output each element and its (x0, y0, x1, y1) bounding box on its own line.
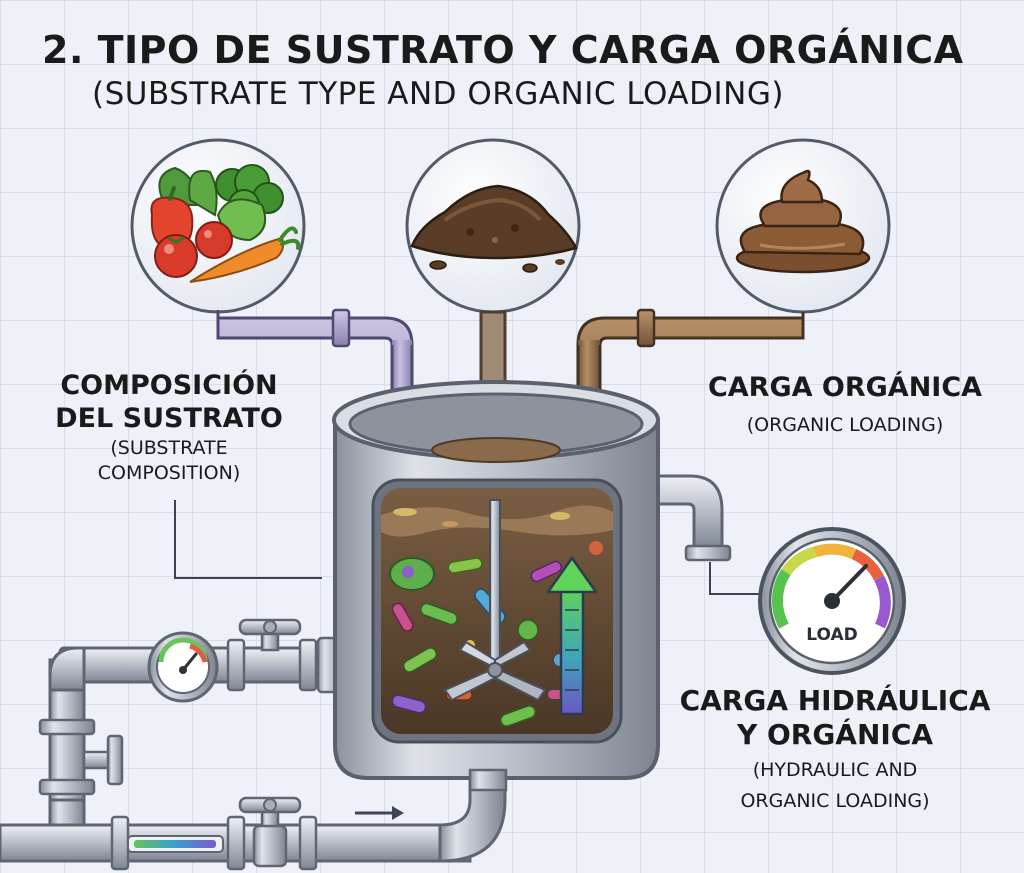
load-gauge-icon: LOAD (758, 527, 906, 675)
label-line: COMPOSICIÓN (60, 370, 278, 401)
manure-icon (715, 138, 891, 314)
label-line: CARGA HIDRÁULICA (679, 684, 991, 717)
label-line: CARGA ORGÁNICA (707, 372, 983, 403)
mixer-icon (443, 499, 547, 702)
label-line: DEL SUSTRATO (55, 402, 283, 434)
pressure-gauge-icon (147, 631, 219, 703)
vegetables-icon (130, 138, 306, 314)
load-leader-line (709, 562, 760, 595)
label-sub-line: (HYDRAULIC AND (752, 759, 918, 782)
composition-leader-line (174, 500, 322, 579)
label-sub-line: COMPOSITION) (97, 461, 241, 484)
label-hydraulic-organic-loading: CARGA HIDRÁULICA Y ORGÁNICA (HYDRAULIC A… (660, 684, 1010, 814)
label-substrate-composition: COMPOSICIÓN DEL SUSTRATO (SUBSTRATE COMP… (24, 370, 314, 485)
side-valve-icon (82, 734, 124, 786)
rising-load-arrow-icon (546, 556, 598, 716)
bottom-valve-icon (238, 796, 302, 868)
page-subtitle: (SUBSTRATE TYPE AND ORGANIC LOADING) (92, 76, 784, 112)
bacteria-icon (389, 541, 603, 727)
digester-tank-icon (332, 380, 732, 792)
flow-arrow-icon (355, 806, 404, 820)
label-organic-loading: CARGA ORGÁNICA (ORGANIC LOADING) (680, 372, 1010, 438)
label-sub-line: ORGANIC LOADING) (740, 790, 930, 812)
inlet-pipe-network (0, 638, 507, 871)
label-line: Y ORGÁNICA (736, 718, 934, 752)
label-sub-line: (ORGANIC LOADING) (746, 413, 944, 436)
gauge-label: LOAD (806, 625, 858, 645)
top-valve-icon (238, 618, 302, 652)
soil-icon (405, 138, 581, 314)
label-sub-line: (SUBSTRATE (110, 436, 228, 459)
page-title: 2. TIPO DE SUSTRATO Y CARGA ORGÁNICA (42, 28, 964, 72)
